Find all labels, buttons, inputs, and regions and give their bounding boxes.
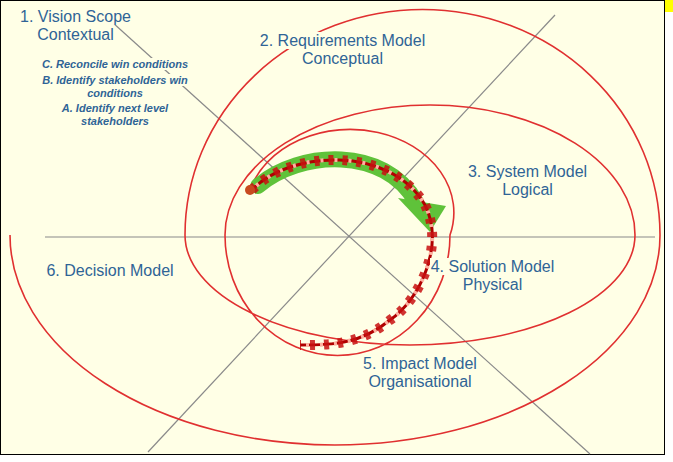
sector-label: 5. Impact Model Organisational [330,355,510,392]
label-text: 4. Solution Model Physical [430,258,556,293]
start-dot [245,185,255,195]
label-text: C. Reconcile win conditions [41,58,189,70]
frame [1,1,665,455]
spiral-line [10,10,660,445]
step-note: B. Identify stakeholders win conditions [26,74,204,99]
label-text: 1. Vision Scope Contextual [19,8,132,43]
label-text: 6. Decision Model [45,262,174,279]
label-text: 3. System Model Logical [467,163,588,198]
green-arrow [258,159,416,202]
helix-twist [252,160,432,345]
sector-label: 1. Vision Scope Contextual [8,8,143,45]
label-text: 2. Requirements Model Conceptual [259,32,426,67]
green-arrowhead [398,198,446,232]
sector-label: 4. Solution Model Physical [410,258,575,295]
step-note: C. Reconcile win conditions [26,58,204,71]
sector-label: 6. Decision Model [30,262,190,280]
sector-label: 3. System Model Logical [450,163,605,200]
label-text: A. Identify next level stakeholders [61,102,169,127]
step-note: A. Identify next level stakeholders [26,102,204,127]
sector-label: 2. Requirements Model Conceptual [245,32,440,69]
label-text: B. Identify stakeholders win conditions [41,74,188,99]
helix-line [252,160,432,345]
sector-line [148,15,555,452]
helix-highlight [252,160,432,345]
label-text: 5. Impact Model Organisational [362,355,478,390]
sector-line [112,22,590,454]
